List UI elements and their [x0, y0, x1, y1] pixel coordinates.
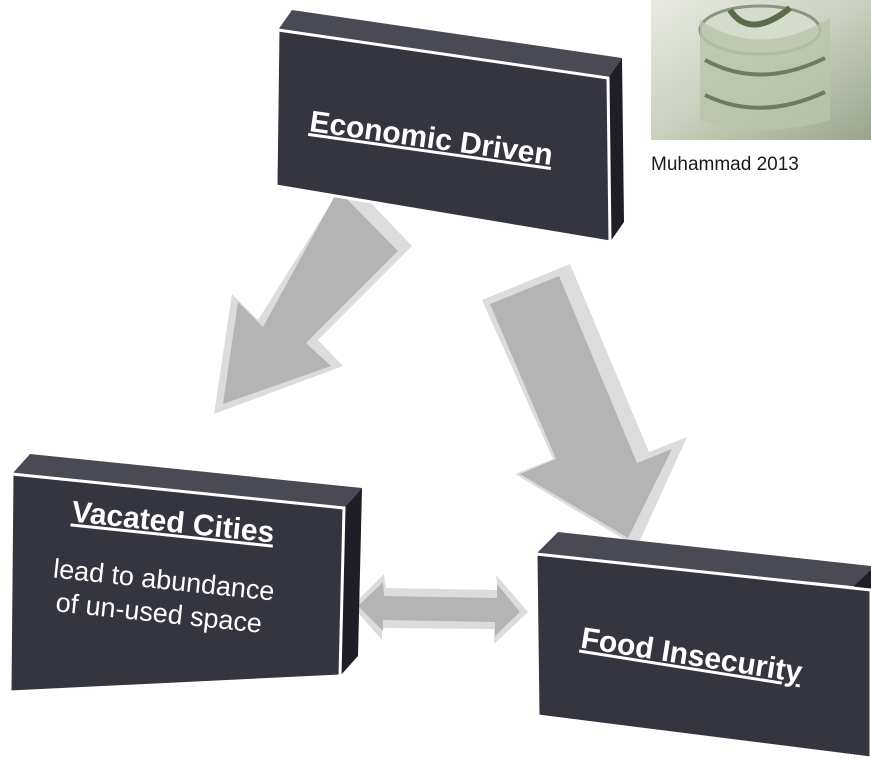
money-jar-photo: [651, 0, 871, 140]
arrow-vacated-food-bidirectional: [352, 574, 528, 644]
box-food-insecurity: Food Insecurity: [534, 532, 871, 758]
box-economic-driven: Economic Driven: [274, 10, 624, 244]
arrow-economic-to-vacated: [214, 178, 412, 414]
photo-credit: Muhammad 2013: [651, 154, 799, 175]
box-vacated-cities: Vacated Cities lead to abundance of un-u…: [8, 454, 362, 694]
arrow-economic-to-food: [482, 264, 687, 547]
